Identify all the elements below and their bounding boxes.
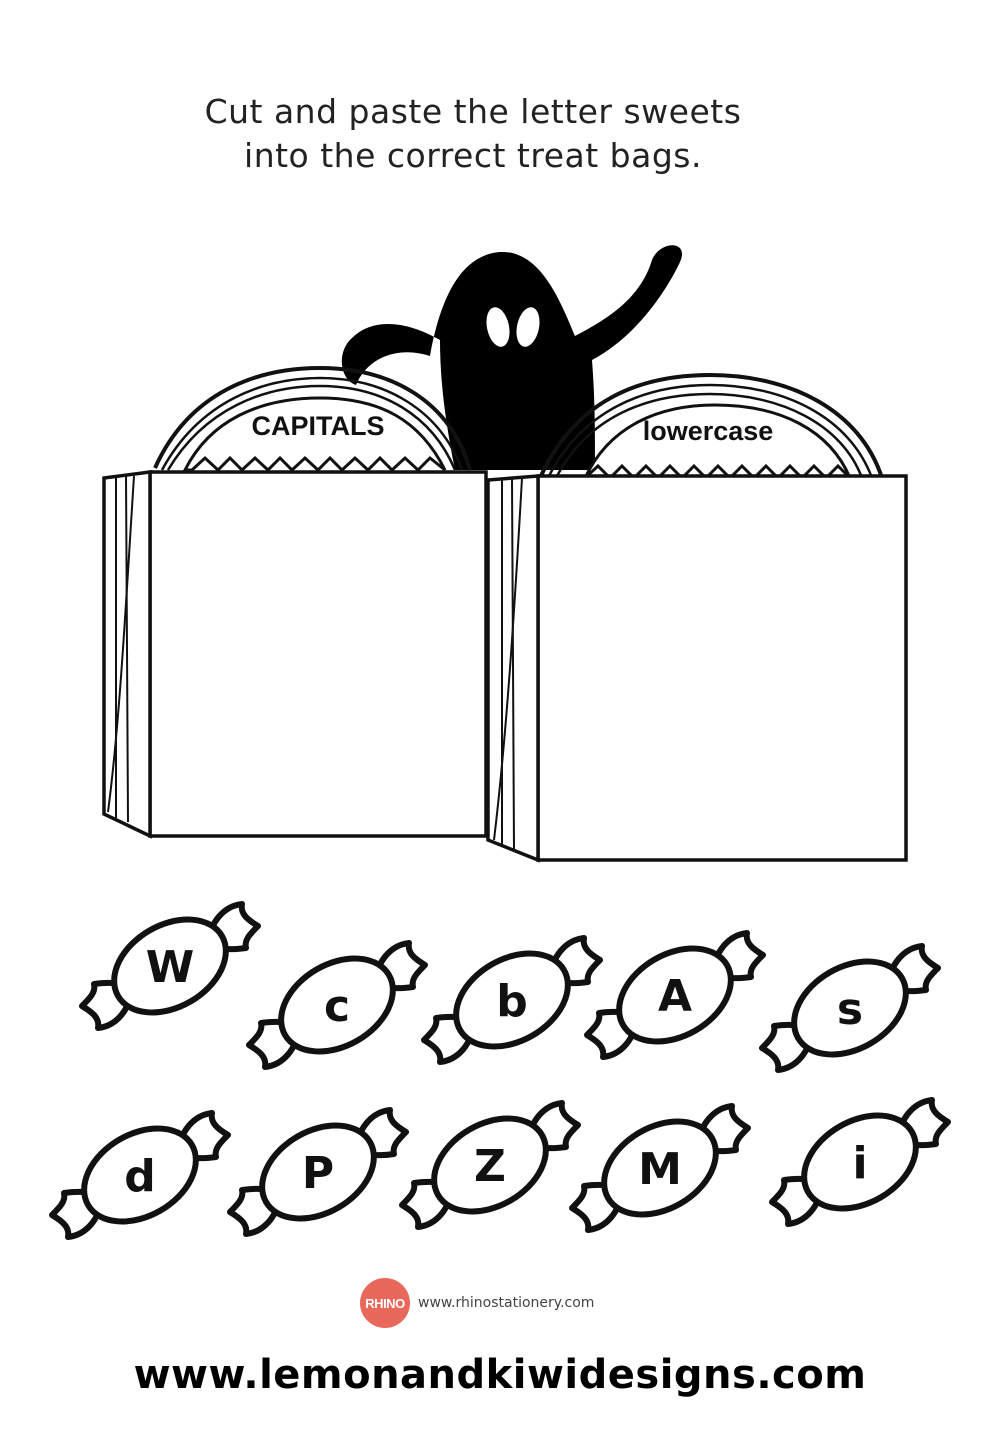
candy-letter: d (124, 1151, 156, 1202)
candy-letter: P (302, 1148, 334, 1199)
candy-10[interactable]: i (772, 1096, 948, 1227)
candy-letter: A (658, 971, 692, 1022)
instructions-line-2: into the correct treat bags. (244, 136, 702, 175)
candy-1[interactable]: W (82, 900, 258, 1031)
candy-letter: s (837, 984, 863, 1035)
candy-letter: b (496, 976, 528, 1027)
candy-6[interactable]: d (52, 1109, 228, 1240)
footer-url[interactable]: www.lemonandkiwidesigns.com (133, 1352, 867, 1398)
candy-9[interactable]: M (572, 1102, 748, 1233)
credit: RHINO www.rhinostationery.com (360, 1278, 595, 1328)
bag-label-capitals: CAPITALS (252, 411, 385, 441)
ghost-icon (341, 245, 683, 470)
candy-letter: Z (474, 1141, 506, 1192)
candy-2[interactable]: c (249, 939, 425, 1070)
instructions: Cut and paste the letter sweets into the… (0, 90, 946, 178)
candy-letter: c (324, 981, 350, 1032)
candy-3[interactable]: b (424, 934, 600, 1065)
candy-4[interactable]: A (587, 929, 763, 1060)
candy-letter: M (638, 1144, 682, 1195)
instructions-line-1: Cut and paste the letter sweets (204, 92, 742, 131)
candy-letter: W (146, 942, 195, 993)
bag-capitals (102, 365, 488, 839)
worksheet-illustration: CAPITALS lowercase W c b A s d P Z M i (0, 245, 1000, 1300)
credit-url[interactable]: www.rhinostationery.com (418, 1295, 595, 1311)
bag-lowercase (486, 372, 908, 863)
candy-letter: i (852, 1138, 867, 1189)
candy-8[interactable]: Z (402, 1099, 578, 1230)
candy-7[interactable]: P (230, 1106, 406, 1237)
candy-5[interactable]: s (762, 942, 938, 1073)
rhino-logo-icon: RHINO (360, 1278, 410, 1328)
bag-label-lowercase: lowercase (643, 416, 774, 446)
